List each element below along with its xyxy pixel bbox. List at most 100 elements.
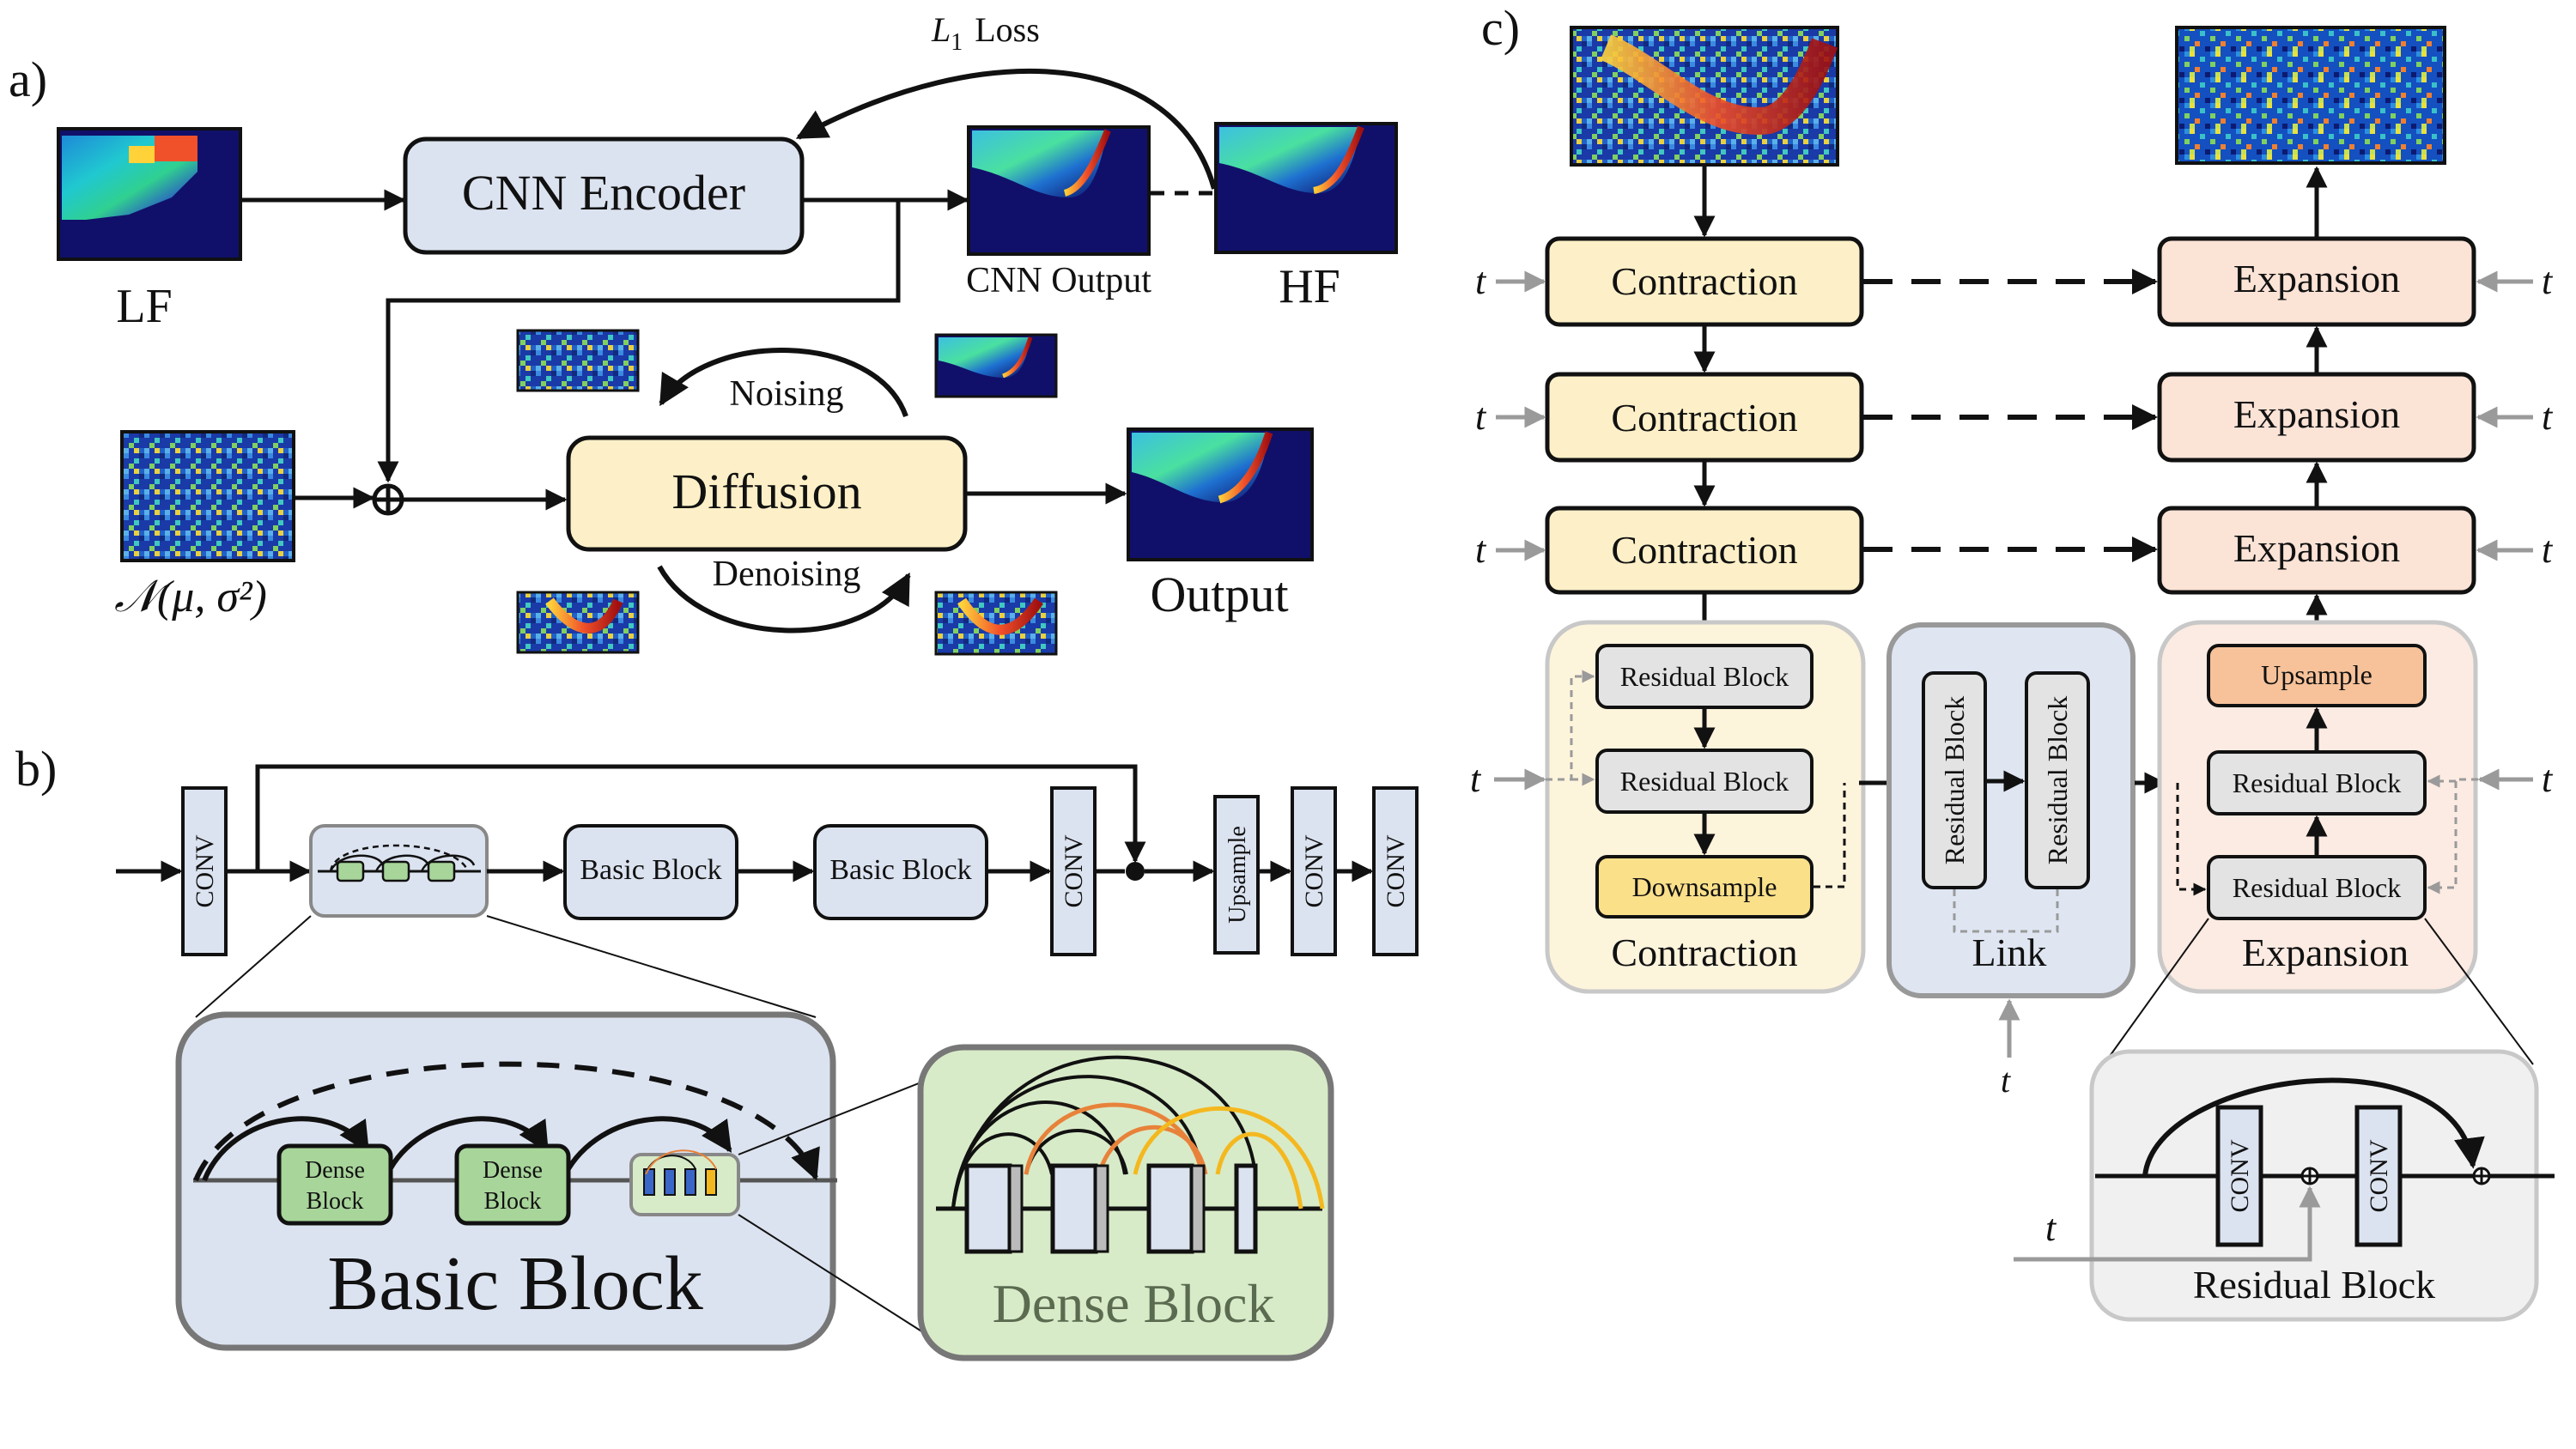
c-res-detail-conv-1	[2215, 1105, 2263, 1247]
diffusion-label: Diffusion	[671, 464, 861, 519]
b-basic-block-2-label: Basic Block	[829, 854, 971, 886]
b-basic-block-zoom-label: Basic Block	[327, 1241, 702, 1326]
c-residual-detail-label: Residual Block	[2193, 1263, 2435, 1307]
b-conv-2	[1050, 786, 1097, 956]
b-upsample	[1213, 795, 1260, 955]
c-t-right-1: t	[2542, 260, 2554, 302]
b-global-skip	[255, 764, 1146, 871]
c-residual-detail	[2089, 1049, 2539, 1322]
b-conv-3	[1291, 786, 1337, 956]
c-dashed-downsample-link	[1814, 783, 1846, 888]
c-t-right-2: t	[2542, 396, 2554, 438]
c-t-left-2: t	[1475, 396, 1487, 438]
b-dense-block-2-line1: Dense	[483, 1157, 543, 1184]
noising-label: Noising	[729, 374, 843, 414]
loss-arrow	[795, 68, 1217, 190]
b-dense-block-1-line1: Dense	[305, 1157, 365, 1184]
c-link-t-label: t	[2001, 1061, 2011, 1100]
hf-heatmap	[1214, 122, 1398, 254]
c-res-block-e1-label: Residual Block	[2233, 767, 2401, 798]
b-zoom-line-right	[486, 915, 817, 1018]
c-t-left-1: t	[1475, 260, 1487, 302]
b-conv-1	[181, 786, 228, 956]
c-expansion-3-label: Expansion	[2233, 526, 2400, 570]
c-link-res-1	[1922, 671, 1987, 889]
c-res-block-e1	[2207, 750, 2427, 815]
c-t-dashed-expansion	[2427, 778, 2478, 894]
noised-sample-small	[516, 329, 640, 392]
c-res-detail-conv-2	[2354, 1105, 2403, 1247]
noise-heatmap	[120, 430, 295, 562]
c-expansion-2-label: Expansion	[2233, 392, 2400, 436]
c-upsample	[2207, 644, 2427, 707]
b-upsample-label: Upsample	[1224, 826, 1251, 924]
b-conv-2-label: CONV	[1060, 834, 1088, 907]
c-link-res-2	[2025, 671, 2090, 889]
c-res-block-c2	[1595, 749, 1814, 814]
panel-a-label: a)	[9, 52, 47, 107]
c-expansion-detail-label: Expansion	[2242, 931, 2409, 974]
c-res-detail-conv-1-label: CONV	[2226, 1139, 2254, 1212]
b-basic-block-2	[813, 824, 988, 920]
b-dense-block-2-line2: Block	[484, 1188, 542, 1215]
c-link-res-1-label: Residual Block	[1939, 696, 1970, 864]
panel-c: c) Contraction Contraction Contraction E…	[1470, 0, 2555, 1322]
b-dense-zoom-line-bottom	[738, 1214, 924, 1333]
c-output-heatmap	[2175, 26, 2446, 165]
b-basic-block-1	[563, 824, 738, 920]
b-basic-block-small	[309, 824, 489, 918]
c-res-block-c2-label: Residual Block	[1620, 766, 1789, 797]
cnn-output-label: CNN Output	[966, 261, 1151, 300]
diffusion-box	[566, 435, 968, 552]
c-upsample-label: Upsample	[2261, 659, 2372, 690]
panel-a: a) LF CNN Encoder CNN Output HF	[9, 10, 1398, 656]
c-contraction-3	[1545, 506, 1864, 595]
c-downsample-label: Downsample	[1632, 871, 1777, 902]
encoder-to-sum-line	[377, 200, 901, 483]
c-t-left-detail: t	[1470, 758, 1482, 800]
b-sum-node	[1126, 862, 1145, 881]
b-conv-4-label: CONV	[1382, 834, 1410, 907]
cnn-output-heatmap	[967, 125, 1151, 256]
hf-label: HF	[1279, 260, 1340, 313]
b-zoom-line-left	[195, 915, 312, 1018]
c-res-detail-sum-2	[2472, 1167, 2491, 1185]
c-contraction-1	[1545, 236, 1864, 327]
c-res-detail-conv-2-label: CONV	[2365, 1139, 2393, 1212]
noise-label: 𝒩(μ, σ²)	[114, 573, 267, 621]
c-link-label: Link	[1972, 931, 2047, 974]
c-expansion-2	[2157, 372, 2476, 463]
b-conv-1-label: CONV	[191, 834, 219, 907]
c-res-zoom-line-left	[2103, 918, 2209, 1065]
noising-arrow	[659, 348, 908, 417]
c-contraction-2-label: Contraction	[1611, 396, 1797, 440]
c-expansion-1	[2157, 236, 2476, 327]
cnn-encoder-box	[403, 136, 805, 255]
b-basic-block-1-label: Basic Block	[580, 854, 721, 886]
c-res-block-e2	[2207, 855, 2427, 920]
output-label: Output	[1150, 567, 1288, 622]
c-res-block-c1-label: Residual Block	[1620, 661, 1789, 692]
b-conv-4	[1372, 786, 1419, 956]
c-downsample	[1595, 855, 1814, 919]
c-contraction-1-label: Contraction	[1611, 259, 1797, 303]
denoising-arrow	[657, 565, 911, 634]
denoising-sample-right	[934, 591, 1058, 656]
c-t-right-detail: t	[2542, 758, 2554, 800]
c-res-block-e2-label: Residual Block	[2233, 872, 2401, 903]
c-res-detail-sum-1	[2300, 1167, 2319, 1185]
panel-c-label: c)	[1481, 0, 1520, 56]
b-basic-block-zoom	[175, 1011, 837, 1351]
panel-b-label: b)	[15, 741, 57, 797]
b-dense-block-1-line2: Block	[307, 1188, 364, 1215]
b-dense-block-zoom-label: Dense Block	[993, 1273, 1275, 1334]
lf-label: LF	[116, 280, 172, 333]
c-input-heatmap	[1570, 26, 1839, 167]
c-contraction-3-label: Contraction	[1611, 528, 1797, 572]
cnn-encoder-label: CNN Encoder	[462, 165, 745, 221]
c-t-dashed-contraction	[1546, 670, 1595, 781]
c-res-detail-t-label: t	[2045, 1207, 2057, 1249]
clean-sample-small	[934, 333, 1058, 398]
